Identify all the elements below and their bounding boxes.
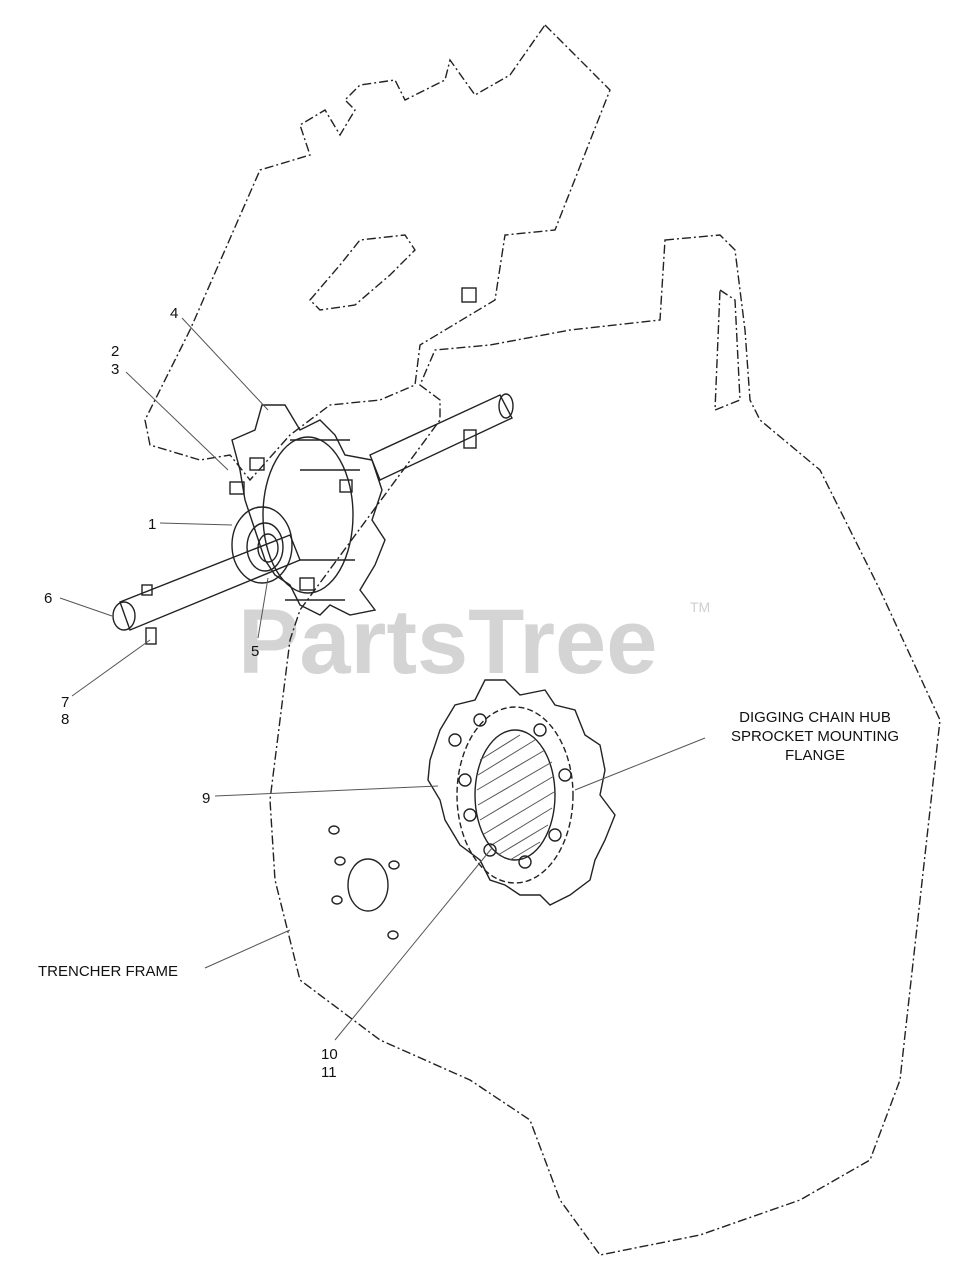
callout-3: 3 [111,361,119,378]
callout-2: 2 [111,343,119,360]
frame-slot [714,288,741,412]
callout-6: 6 [44,590,52,607]
leader-line-frame [204,929,291,969]
drive-sprocket [229,404,386,616]
bearing [231,506,293,584]
frame-hole [387,930,399,940]
frame-hole [388,860,400,870]
callout-9: 9 [202,790,210,807]
flange-label-line3: FLANGE [785,747,845,764]
callout-5: 5 [251,643,259,660]
leader-line-2-3 [125,371,229,471]
leader-line-10-11 [334,847,493,1041]
leader-line-4 [181,317,269,411]
callout-7: 7 [61,694,69,711]
flange-label-line1: DIGGING CHAIN HUB [739,709,891,726]
leader-line-1 [159,522,233,526]
callout-4: 4 [170,305,178,322]
trencher-frame-label: TRENCHER FRAME [38,963,178,980]
flange-label-line2: SPROCKET MOUNTING [731,728,899,745]
frame-bore [347,858,389,912]
hub-sprocket [427,679,616,906]
leader-line-5 [257,577,269,639]
frame-hole [331,895,343,905]
watermark-tm: TM [690,599,710,615]
frame-hole [328,825,340,835]
leader-line-7-8 [71,639,151,697]
trencher-frame-outline [269,234,941,1256]
diamond-cutout [309,234,416,311]
upper-frame-outline [144,23,611,482]
callout-10: 10 [321,1046,338,1063]
leader-line-9 [214,785,439,797]
leader-line-flange [574,737,706,791]
callout-11: 11 [321,1064,337,1081]
watermark-text: PartsTree [238,591,657,693]
callout-1: 1 [148,516,156,533]
leader-line-6 [59,597,113,617]
callout-8: 8 [61,711,69,728]
frame-hole [334,856,346,866]
